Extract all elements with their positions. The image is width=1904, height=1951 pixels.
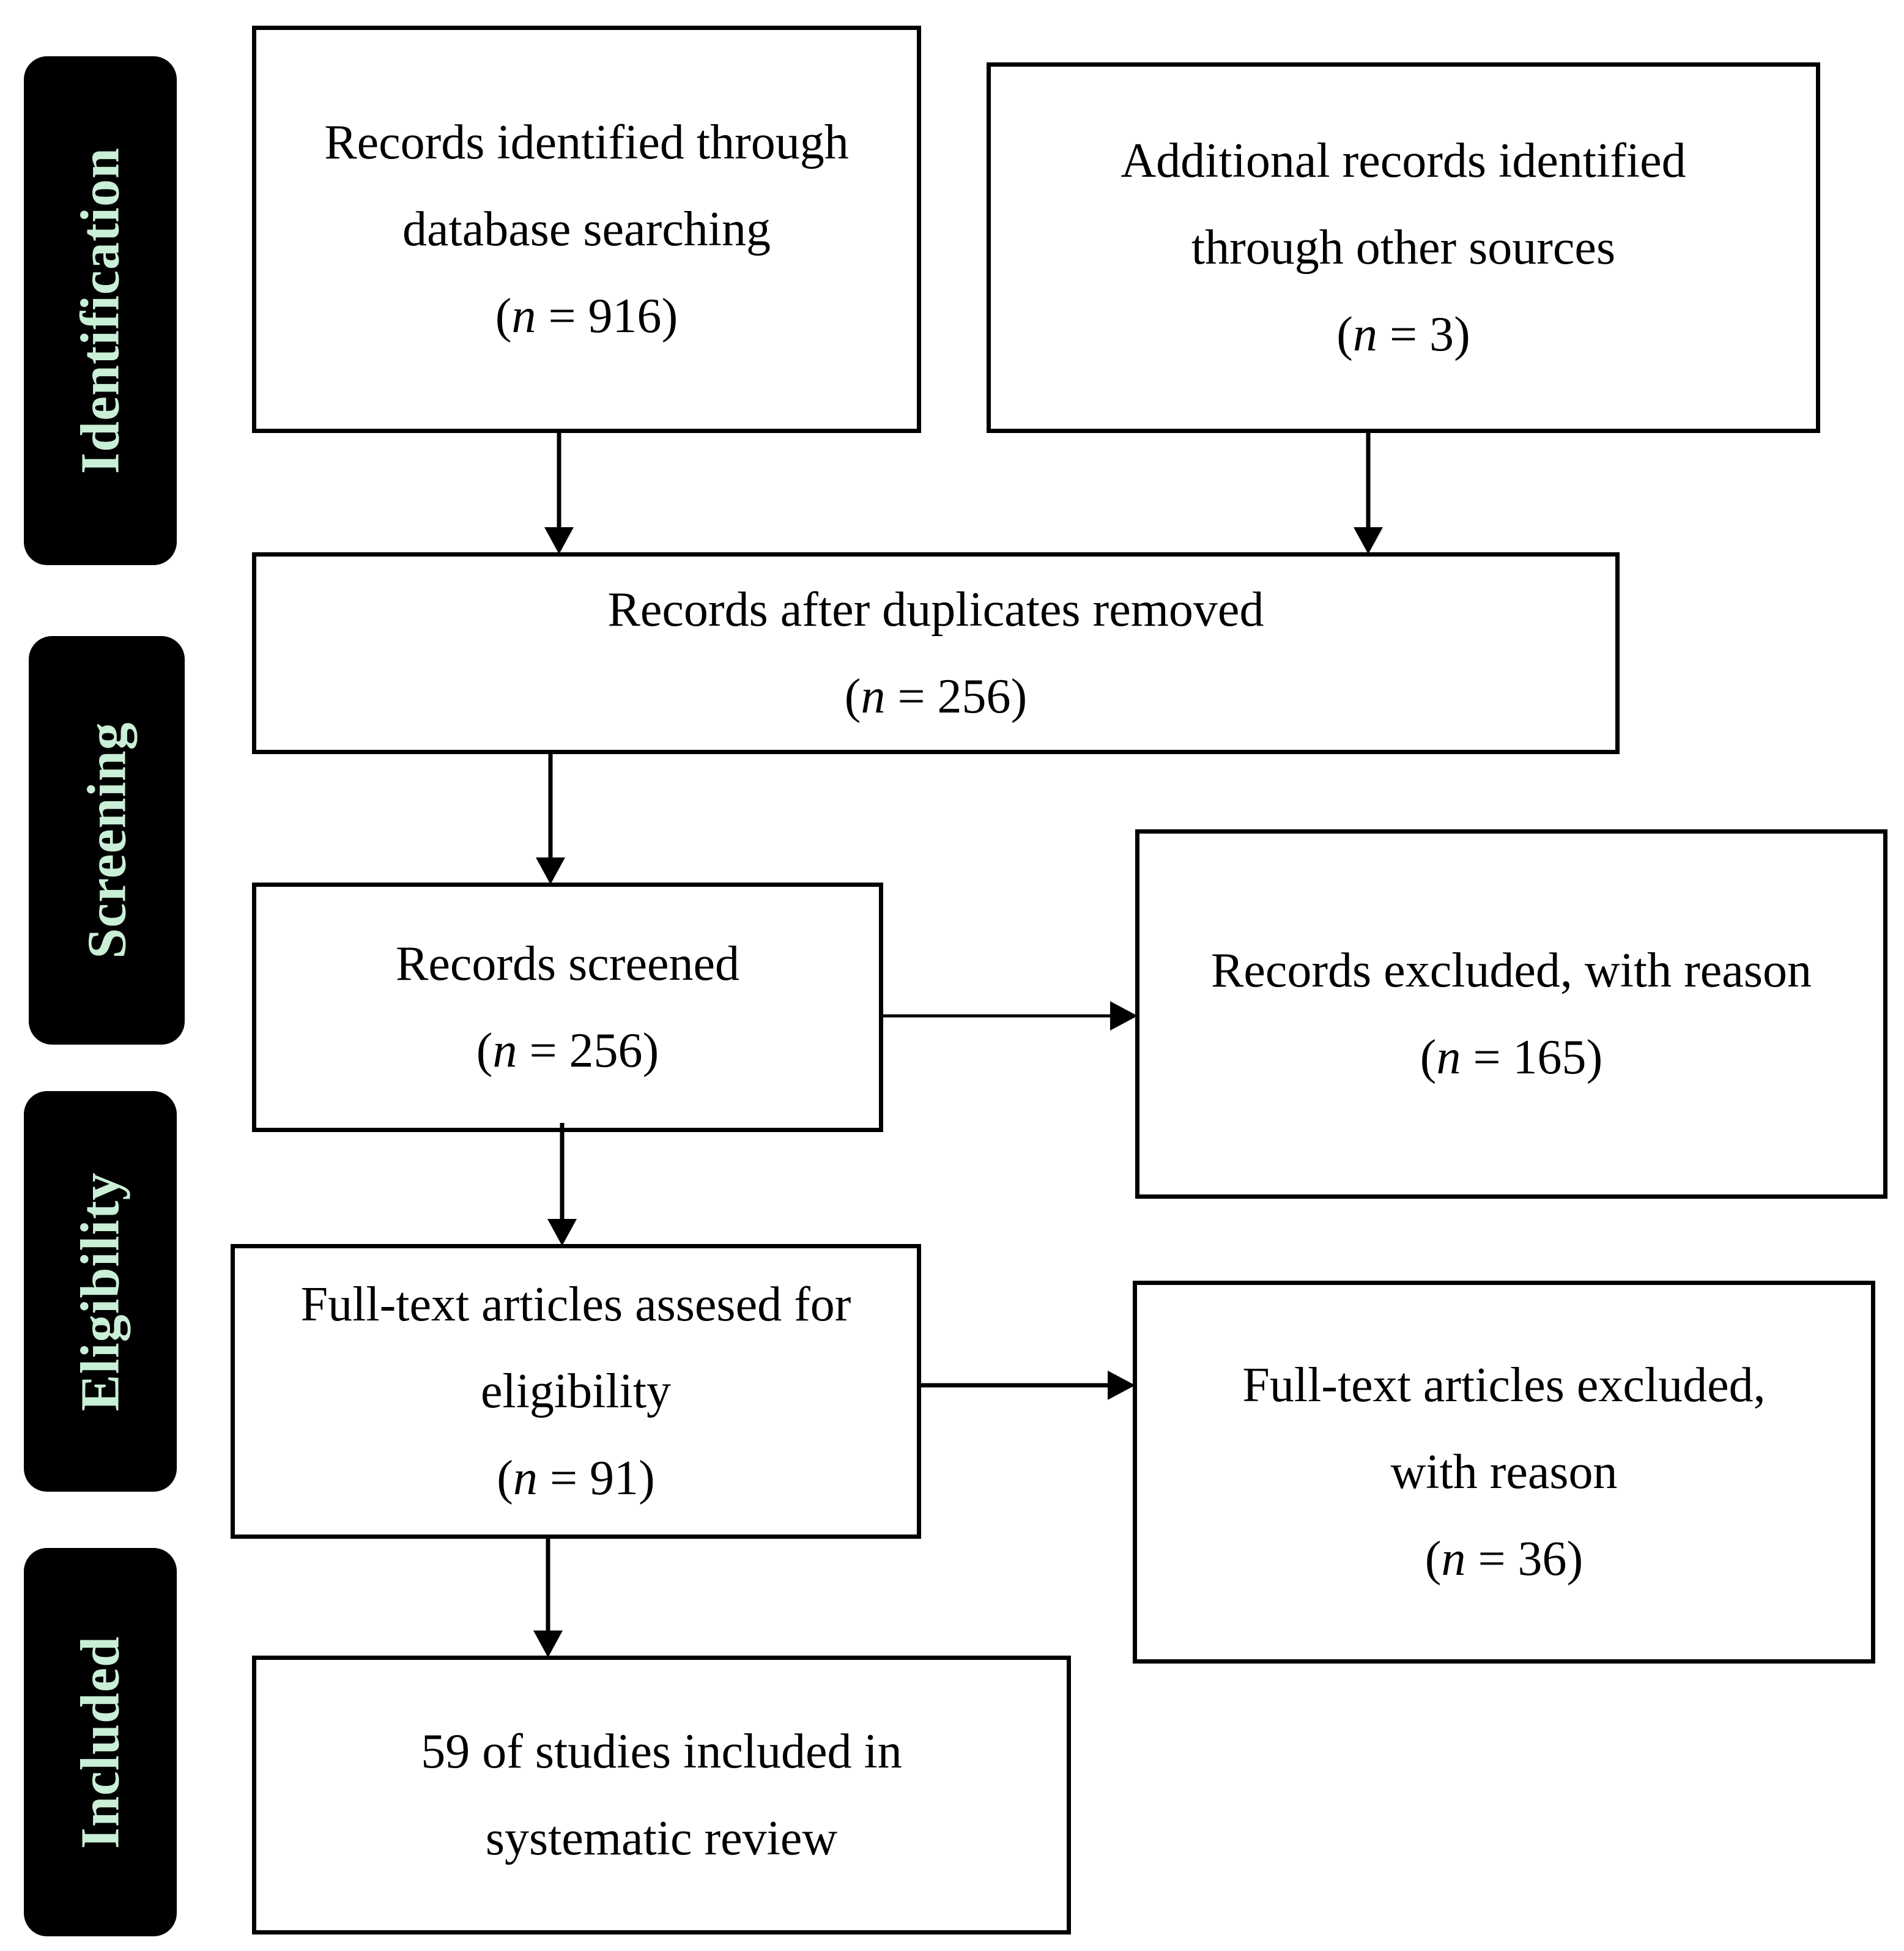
box-database-search: Records identified through database sear… bbox=[252, 26, 921, 433]
box-text-line: Full-text articles excluded, bbox=[1242, 1358, 1766, 1412]
count-value: = 916 bbox=[548, 289, 662, 343]
arrowhead-down bbox=[536, 857, 565, 884]
box-count: (n = 165) bbox=[1420, 1031, 1603, 1084]
phase-identification: Identification bbox=[24, 56, 177, 565]
count-value: = 36 bbox=[1478, 1532, 1567, 1586]
arrowhead-down bbox=[533, 1631, 563, 1657]
n-symbol: n bbox=[1352, 308, 1377, 361]
phase-eligibility-label: Eligibility bbox=[70, 1171, 131, 1412]
arrowhead-down bbox=[544, 527, 574, 554]
phase-included: Included bbox=[24, 1548, 177, 1936]
box-count: (n = 256) bbox=[476, 1024, 659, 1078]
phase-screening-label: Screening bbox=[76, 722, 137, 959]
box-text-line: Full-text articles assesed for bbox=[300, 1278, 851, 1331]
count-value: = 165 bbox=[1473, 1031, 1587, 1084]
box-other-sources: Additional records identified through ot… bbox=[987, 62, 1820, 433]
n-symbol: n bbox=[492, 1024, 517, 1078]
box-records-screened: Records screened (n = 256) bbox=[252, 883, 883, 1132]
box-count: (n = 36) bbox=[1424, 1532, 1584, 1586]
box-text-line: Records identified through bbox=[324, 116, 849, 169]
n-symbol: n bbox=[861, 670, 886, 724]
box-count: (n = 91) bbox=[497, 1451, 655, 1505]
box-text-line: database searching bbox=[402, 202, 771, 256]
box-text-line: Records excluded, with reason bbox=[1211, 944, 1812, 998]
count-value: = 256 bbox=[529, 1024, 643, 1078]
phase-identification-label: Identification bbox=[70, 147, 131, 475]
n-symbol: n bbox=[513, 1451, 538, 1505]
box-studies-included: 59 of studies included in systematic rev… bbox=[252, 1656, 1071, 1934]
n-symbol: n bbox=[1441, 1532, 1466, 1586]
box-fulltext-assessed: Full-text articles assesed for eligibili… bbox=[231, 1244, 921, 1539]
phase-included-label: Included bbox=[70, 1635, 131, 1849]
count-value: = 3 bbox=[1389, 308, 1454, 361]
box-records-excluded: Records excluded, with reason (n = 165) bbox=[1135, 829, 1887, 1199]
box-text-line: with reason bbox=[1390, 1445, 1618, 1499]
arrowhead-right bbox=[1108, 1371, 1135, 1400]
box-text-line: Records after duplicates removed bbox=[607, 583, 1264, 637]
box-count: (n = 256) bbox=[844, 670, 1028, 724]
arrowhead-right bbox=[1110, 1001, 1138, 1031]
n-symbol: n bbox=[1436, 1031, 1461, 1084]
box-count: (n = 916) bbox=[495, 289, 678, 343]
box-text-line: eligibility bbox=[480, 1364, 672, 1418]
n-symbol: n bbox=[511, 289, 536, 343]
box-text-line: 59 of studies included in bbox=[421, 1725, 902, 1779]
box-count: (n = 3) bbox=[1336, 308, 1470, 361]
phase-screening: Screening bbox=[29, 636, 185, 1045]
arrowhead-down bbox=[1354, 527, 1383, 554]
count-value: = 256 bbox=[897, 670, 1011, 724]
box-text-line: systematic review bbox=[485, 1812, 838, 1865]
arrowhead-down bbox=[547, 1219, 577, 1246]
box-text-line: Records screened bbox=[396, 937, 739, 991]
box-text-line: Additional records identified bbox=[1121, 134, 1686, 188]
count-value: = 91 bbox=[549, 1451, 639, 1505]
box-duplicates-removed: Records after duplicates removed (n = 25… bbox=[252, 552, 1620, 754]
box-fulltext-excluded: Full-text articles excluded, with reason… bbox=[1133, 1281, 1875, 1664]
box-text-line: through other sources bbox=[1191, 221, 1616, 275]
phase-eligibility: Eligibility bbox=[24, 1091, 177, 1492]
